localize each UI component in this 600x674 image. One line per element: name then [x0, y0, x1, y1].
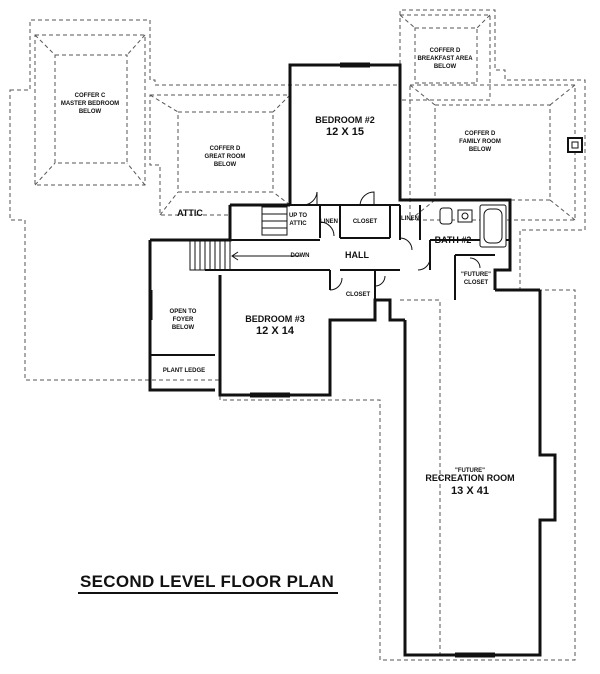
coffer-great-label-3: BELOW	[214, 162, 237, 168]
coffer-master-bedroom	[34, 34, 146, 186]
windows	[151, 62, 495, 658]
recreation-size: 13 X 41	[451, 485, 489, 497]
coffer-master-label-1: COFFER C	[75, 93, 106, 99]
future-closet-label-2: CLOSET	[464, 280, 489, 286]
future-closet-label-1: "FUTURE"	[461, 272, 491, 278]
roof-outline-below	[9, 9, 586, 661]
closet-label-1: CLOSET	[353, 219, 378, 225]
open-foyer-label-2: FOYER	[173, 317, 194, 323]
attic-label: ATTIC	[177, 208, 203, 218]
exterior-walls	[148, 63, 557, 657]
bedroom2-size: 12 X 15	[326, 126, 364, 138]
page-title: SECOND LEVEL FLOOR PLAN	[80, 572, 334, 591]
coffer-master-label-3: BELOW	[79, 109, 102, 115]
coffer-master-label-2: MASTER BEDROOM	[61, 101, 119, 107]
open-foyer-label-1: OPEN TO	[170, 309, 197, 315]
bedroom3-size: 12 X 14	[256, 325, 295, 337]
coffer-family-label-1: COFFER D	[465, 131, 496, 137]
bedroom2-name: BEDROOM #2	[315, 115, 375, 125]
coffer-breakfast-label-2: BREAKFAST AREA	[417, 56, 473, 62]
room-labels: COFFER C MASTER BEDROOM BELOW COFFER D G…	[61, 48, 515, 497]
open-foyer-label-3: BELOW	[172, 325, 195, 331]
recreation-future: "FUTURE"	[455, 468, 485, 474]
plant-ledge-label: PLANT LEDGE	[163, 368, 205, 374]
stairs	[189, 206, 300, 271]
bath2-label: BATH #2	[435, 235, 472, 245]
linen-label-2: LINEN	[401, 216, 419, 222]
coffer-breakfast-label-1: COFFER D	[430, 48, 461, 54]
bedroom3-name: BEDROOM #3	[245, 314, 305, 324]
closet-label-2: CLOSET	[346, 292, 371, 298]
coffer-great-label-2: GREAT ROOM	[205, 154, 246, 160]
coffer-great-label-1: COFFER D	[210, 146, 241, 152]
coffer-family-label-3: BELOW	[469, 147, 492, 153]
down-label: DOWN	[291, 253, 310, 259]
coffer-breakfast-label-3: BELOW	[434, 64, 457, 70]
coffer-breakfast-area	[399, 14, 491, 101]
up-attic-label-1: UP TO	[289, 213, 307, 219]
hall-label: HALL	[345, 250, 369, 260]
up-attic-label-2: ATTIC	[289, 221, 307, 227]
linen-label-1: LINEN	[320, 219, 338, 225]
doors	[302, 191, 481, 291]
coffer-family-label-2: FAMILY ROOM	[459, 139, 501, 145]
recreation-name: RECREATION ROOM	[425, 473, 514, 483]
bath-fixtures	[439, 137, 583, 248]
